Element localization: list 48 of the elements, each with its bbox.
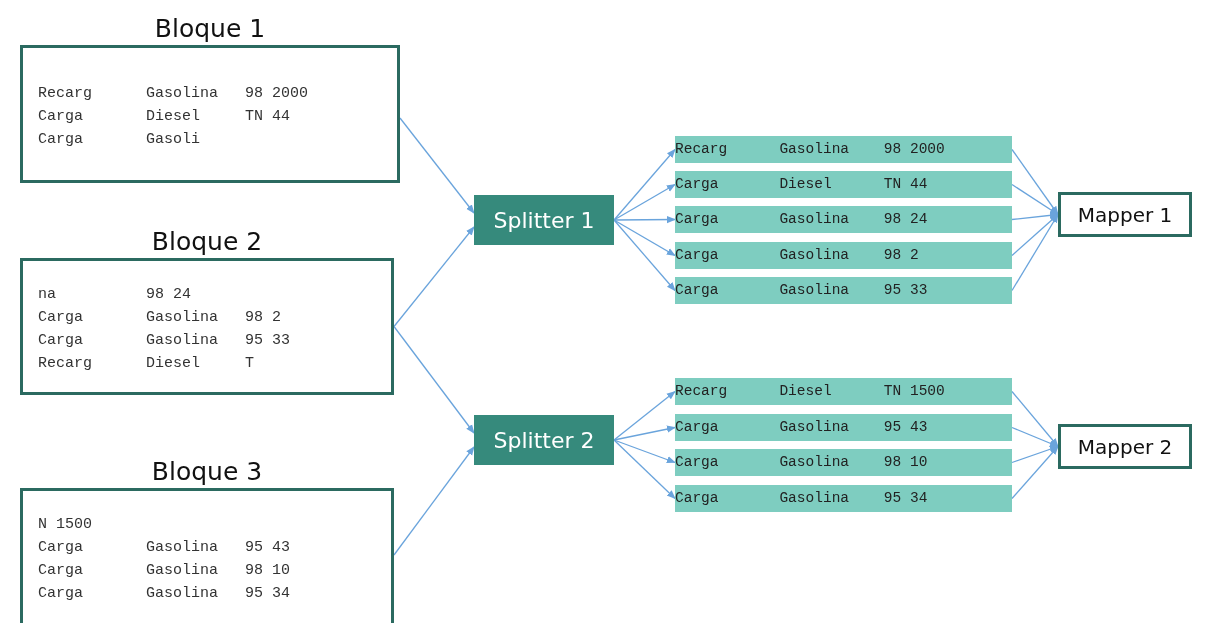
arrow	[1011, 390, 1059, 448]
arrow	[613, 439, 676, 464]
record-line: Carga Gasolina 95 43	[38, 538, 291, 558]
splitter-box: Splitter 1	[474, 195, 614, 245]
record-line: Carga Gasolina 95 33	[38, 331, 291, 351]
arrow	[1011, 211, 1059, 221]
record-line: Carga Diesel TN 44	[38, 107, 292, 127]
arrow	[613, 390, 676, 441]
block-heading: Bloque 3	[150, 456, 264, 488]
record-line: na 98 24	[38, 285, 193, 305]
arrow	[1011, 183, 1059, 216]
arrow	[1011, 148, 1059, 216]
arrow	[613, 425, 676, 441]
arrow	[613, 219, 676, 257]
record-line: Recarg Gasolina 98 2000	[38, 84, 309, 104]
record-row: Recarg Gasolina 98 2000	[675, 136, 1012, 163]
mapper-box: Mapper 2	[1058, 424, 1192, 469]
arrow	[1011, 445, 1059, 500]
block-heading: Bloque 1	[153, 13, 267, 45]
arrow	[613, 183, 676, 221]
record-line: Carga Gasolina 98 2	[38, 308, 283, 328]
arrow	[393, 226, 475, 328]
arrow	[1011, 213, 1059, 257]
arrow	[1011, 445, 1059, 464]
record-row: Carga Gasolina 95 43	[675, 414, 1012, 441]
block-heading: Bloque 2	[150, 226, 264, 258]
arrow	[393, 325, 475, 434]
arrow	[613, 219, 676, 292]
record-line: Carga Gasolina 98 10	[38, 561, 291, 581]
record-line: Carga Gasoli	[38, 130, 202, 150]
arrow	[1011, 426, 1059, 448]
record-line: Recarg Diesel T	[38, 354, 256, 374]
record-row: Carga Gasolina 95 34	[675, 485, 1012, 512]
record-row: Carga Gasolina 95 33	[675, 277, 1012, 304]
arrow	[393, 446, 475, 556]
record-line: N 1500	[38, 515, 93, 535]
splitter-box: Splitter 2	[474, 415, 614, 465]
arrow	[613, 148, 676, 221]
arrow	[613, 439, 676, 500]
record-row: Carga Gasolina 98 24	[675, 206, 1012, 233]
record-row: Carga Diesel TN 44	[675, 171, 1012, 198]
record-row: Carga Gasolina 98 10	[675, 449, 1012, 476]
record-line: Carga Gasolina 95 34	[38, 584, 291, 604]
mapper-box: Mapper 1	[1058, 192, 1192, 237]
arrow	[399, 117, 475, 214]
record-row: Carga Gasolina 98 2	[675, 242, 1012, 269]
arrow	[613, 215, 676, 224]
record-row: Recarg Diesel TN 1500	[675, 378, 1012, 405]
